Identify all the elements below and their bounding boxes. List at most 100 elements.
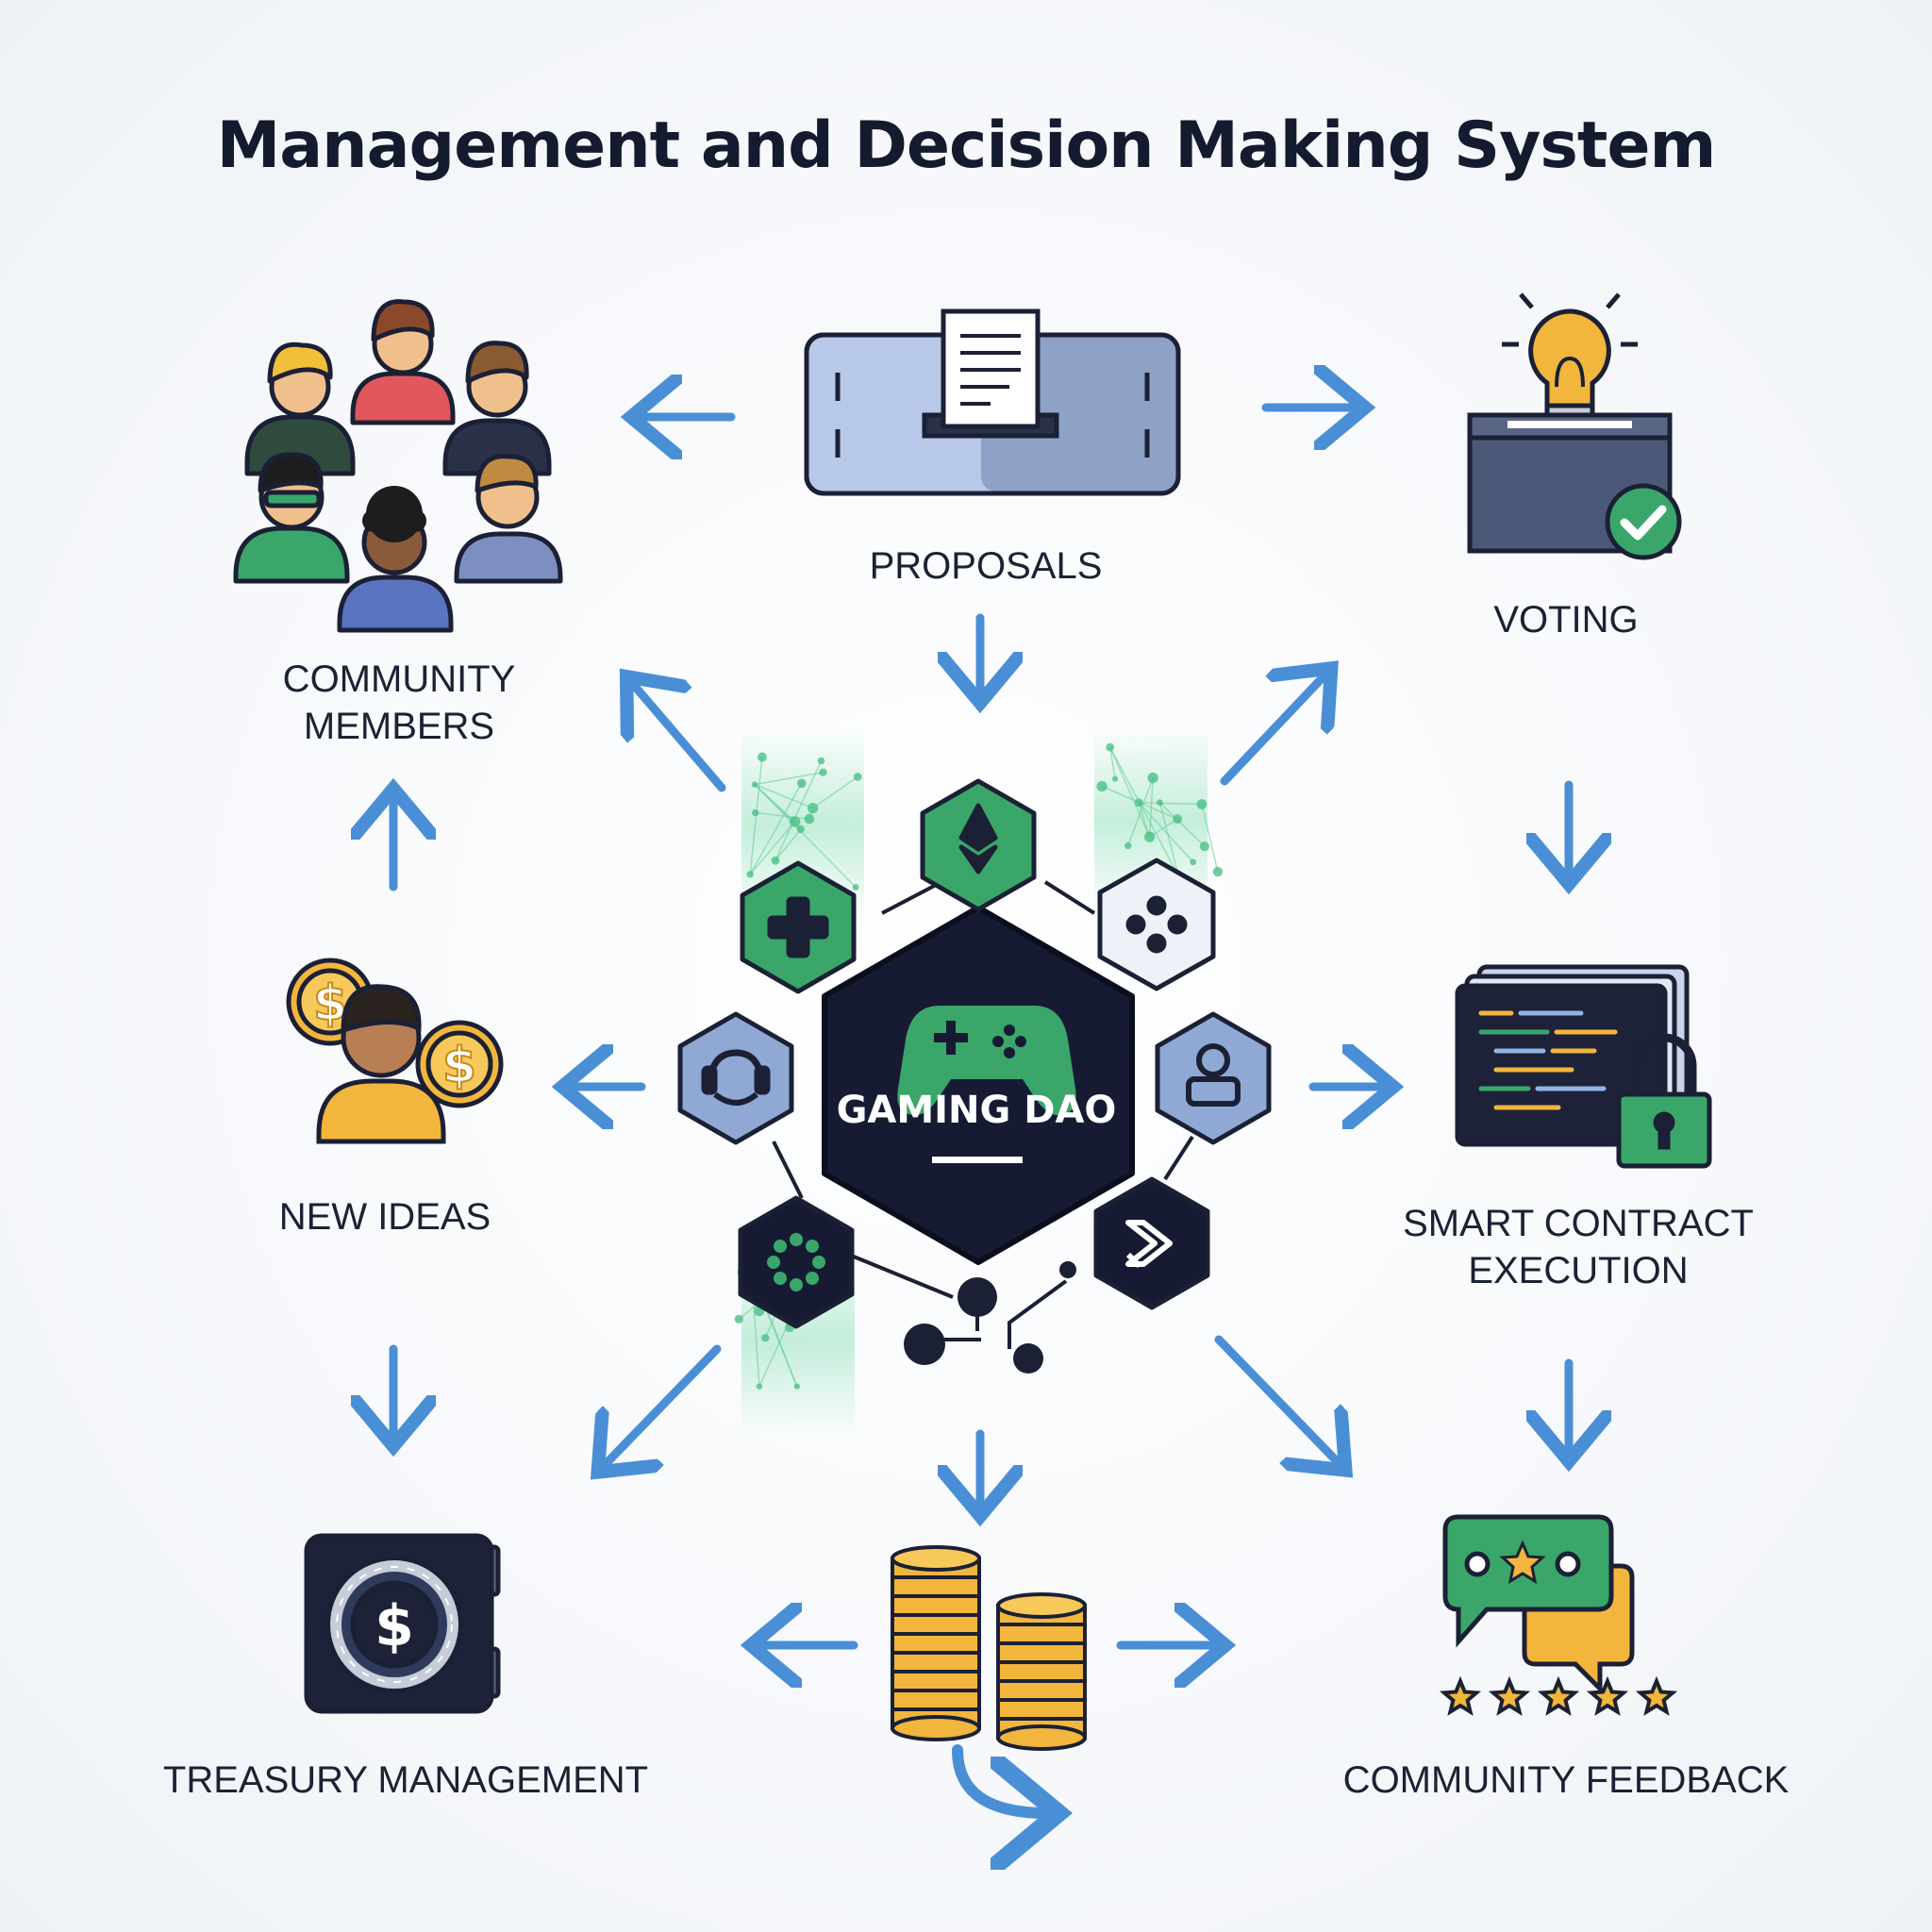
network-node bbox=[819, 768, 827, 776]
coin bbox=[996, 1623, 1087, 1645]
network-node bbox=[761, 1334, 770, 1342]
coin bbox=[996, 1660, 1087, 1683]
network-node bbox=[789, 816, 801, 827]
network-node bbox=[752, 808, 759, 817]
coin-stacks-icon bbox=[891, 1545, 1087, 1751]
network-node bbox=[1134, 798, 1143, 808]
coin bbox=[891, 1689, 981, 1711]
network-node bbox=[1106, 742, 1115, 752]
coin bbox=[891, 1651, 981, 1674]
network-link bbox=[754, 771, 824, 786]
star-icon bbox=[1586, 1675, 1629, 1716]
community-feedback-icon bbox=[1439, 1514, 1678, 1716]
coin bbox=[996, 1641, 1087, 1664]
network-link bbox=[774, 760, 823, 861]
flow-arrows bbox=[393, 408, 1569, 1813]
network-node bbox=[756, 1383, 763, 1390]
coin bbox=[996, 1698, 1087, 1721]
coin bbox=[891, 1613, 981, 1636]
loading-dot bbox=[812, 1256, 825, 1269]
arrow-hub-to-treasury bbox=[604, 1344, 722, 1466]
loading-dot bbox=[774, 1272, 787, 1285]
coin-top bbox=[996, 1592, 1087, 1619]
network-node bbox=[1096, 780, 1108, 792]
loading-dot bbox=[790, 1233, 803, 1246]
coin bbox=[891, 1632, 981, 1655]
forward-icon bbox=[1093, 1176, 1210, 1310]
arrow-hub-to-feedback bbox=[1214, 1335, 1340, 1464]
smart-contract-label-line1: SMART CONTRACT bbox=[1403, 1203, 1754, 1244]
network-node bbox=[804, 813, 815, 824]
network-node bbox=[1124, 841, 1132, 850]
loading-dot bbox=[790, 1278, 803, 1291]
network-link bbox=[774, 828, 802, 861]
network-node bbox=[1196, 799, 1208, 809]
new-ideas-icon: $ $ bbox=[286, 958, 504, 1144]
community-members-label-line1: COMMUNITY bbox=[282, 658, 516, 700]
network-node bbox=[1173, 814, 1183, 824]
loading-icon bbox=[738, 1195, 855, 1329]
coin bbox=[996, 1679, 1087, 1702]
network-link bbox=[749, 821, 796, 875]
star-icon bbox=[1488, 1675, 1531, 1716]
treasury-safe-icon: $ bbox=[304, 1533, 501, 1714]
plus-icon bbox=[740, 860, 857, 994]
proposals-icon bbox=[804, 308, 1181, 496]
community-members-label-line2: MEMBERS bbox=[303, 706, 495, 747]
network-node bbox=[1157, 799, 1163, 807]
arrow-hub-to-community bbox=[632, 683, 726, 792]
network-node bbox=[853, 773, 862, 781]
network-link bbox=[1127, 777, 1154, 846]
star-icon bbox=[1439, 1675, 1482, 1716]
network-link bbox=[1201, 804, 1219, 873]
arrow-hub-to-voting bbox=[1220, 675, 1325, 786]
voting-icon bbox=[1467, 292, 1682, 560]
network-node bbox=[757, 752, 767, 762]
network-link bbox=[754, 783, 813, 809]
coin bbox=[891, 1575, 981, 1598]
network-link bbox=[1138, 802, 1151, 838]
arrow-curved bbox=[952, 1744, 1047, 1813]
network-node bbox=[796, 825, 805, 834]
page-title: Management and Decision Making System bbox=[216, 108, 1717, 183]
coin-bottom bbox=[891, 1715, 981, 1741]
community-members-label: COMMUNITY MEMBERS bbox=[283, 656, 516, 750]
network-link bbox=[1158, 802, 1179, 876]
voting-label: VOTING bbox=[1493, 599, 1639, 641]
coin bbox=[891, 1594, 981, 1617]
network-link bbox=[1158, 802, 1206, 847]
gamepad-icon bbox=[897, 1006, 1076, 1116]
loading-dot bbox=[806, 1240, 819, 1253]
network-node bbox=[1190, 858, 1197, 866]
network-node bbox=[852, 884, 859, 891]
ethereum-icon bbox=[920, 778, 1037, 912]
user-icon bbox=[1155, 1011, 1272, 1145]
network-link bbox=[1138, 802, 1194, 863]
star-icon bbox=[1537, 1675, 1580, 1716]
network-node bbox=[1212, 866, 1224, 877]
network-node bbox=[771, 856, 780, 865]
dice-icon bbox=[1097, 858, 1216, 991]
network-node bbox=[1112, 775, 1119, 782]
community-members-icon bbox=[233, 299, 563, 633]
network-node bbox=[1143, 831, 1156, 842]
network-link bbox=[1108, 746, 1116, 779]
helmet-icon bbox=[677, 1011, 794, 1145]
network-node bbox=[807, 802, 819, 814]
network-link bbox=[1139, 801, 1203, 806]
new-ideas-label: NEW IDEAS bbox=[278, 1196, 491, 1238]
star-icon bbox=[1635, 1675, 1678, 1716]
coin-top bbox=[891, 1545, 981, 1572]
network-node bbox=[793, 1383, 800, 1390]
network-node bbox=[1199, 841, 1209, 852]
hub-cluster bbox=[677, 726, 1272, 1434]
code-lines bbox=[1478, 1010, 1618, 1110]
community-feedback-label: COMMUNITY FEEDBACK bbox=[1342, 1759, 1790, 1801]
smart-contract-label: SMART CONTRACT EXECUTION bbox=[1403, 1200, 1754, 1294]
svg-text:$: $ bbox=[442, 1038, 476, 1094]
svg-text:$: $ bbox=[375, 1593, 414, 1659]
hub-underline bbox=[932, 1157, 1023, 1163]
network-link bbox=[1109, 746, 1179, 876]
